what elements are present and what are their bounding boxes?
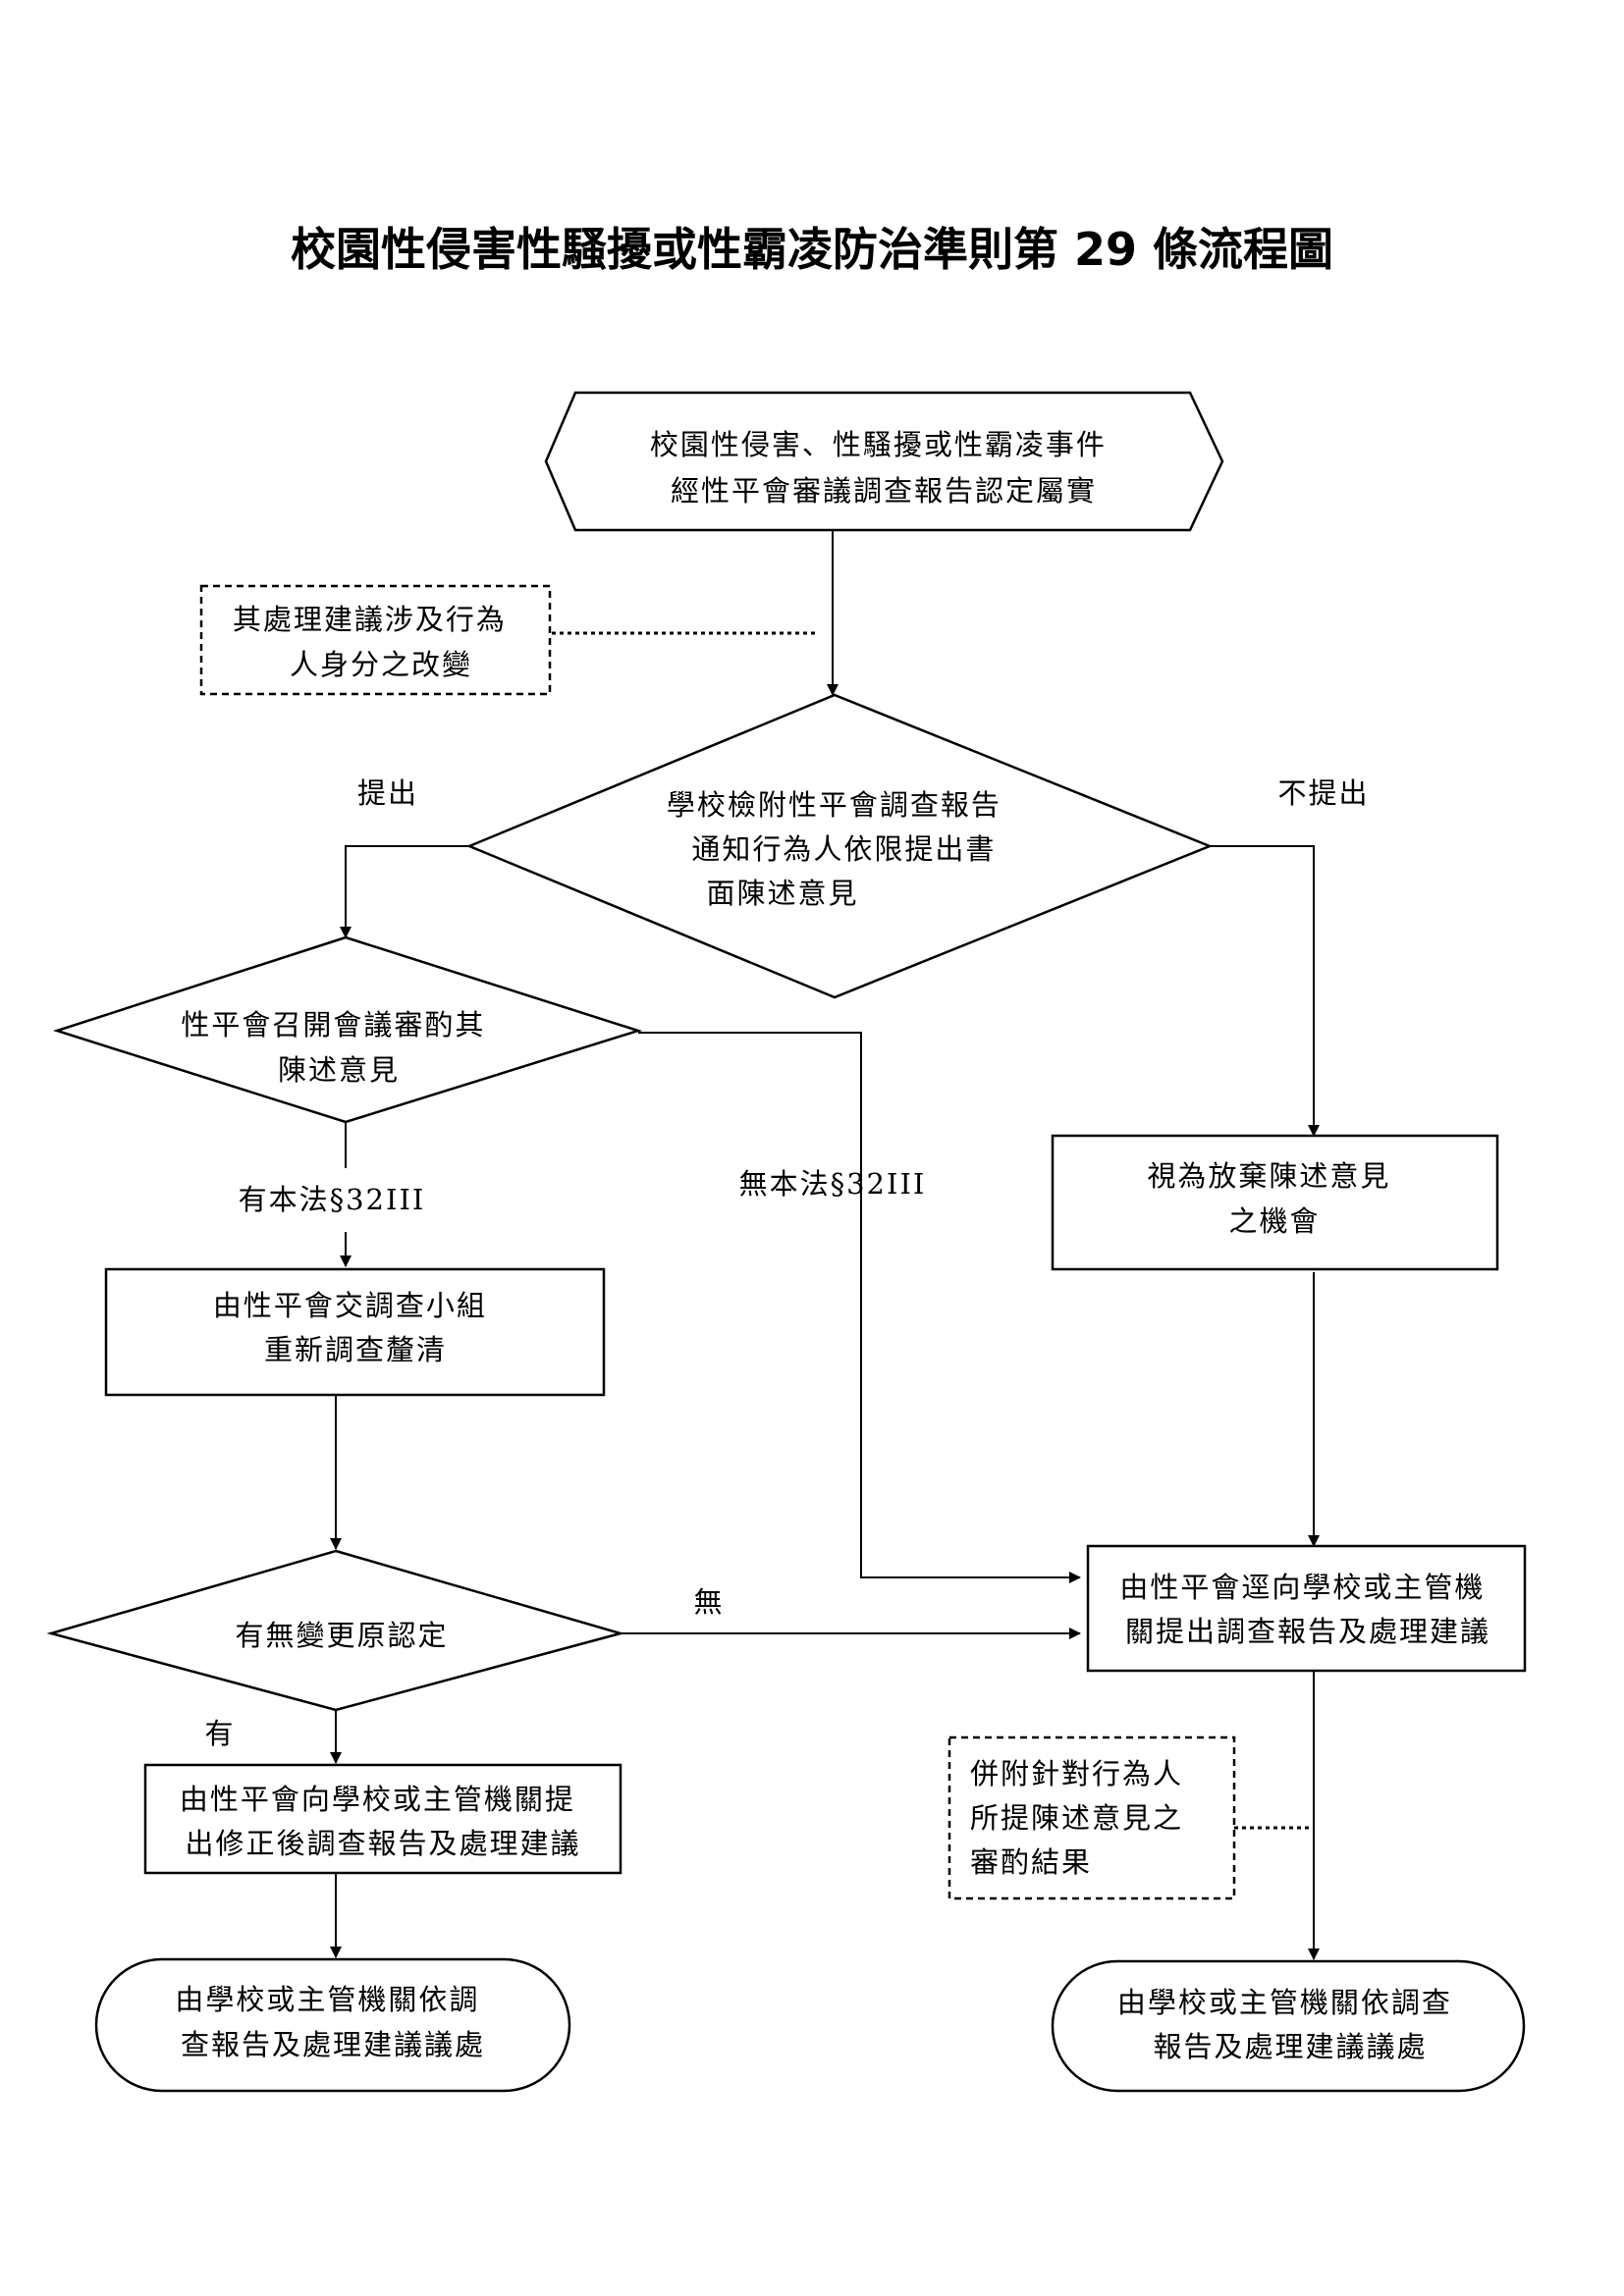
notify-decision-diamond: [465, 693, 1214, 999]
committee-review-line: 陳述意見: [278, 1053, 400, 1087]
attach-result-note-box: [947, 1735, 1236, 1900]
attach-note-line: 所提陳述意見之: [970, 1801, 1183, 1835]
edge-label-yes: 有: [204, 1717, 235, 1750]
end-left-text: 由學校或主管機關依調 查報告及處理建議議處: [175, 1983, 490, 2061]
waive-box: [1051, 1134, 1499, 1271]
submit-revised-box: [143, 1763, 623, 1875]
identity-note-line: 人身分之改變: [290, 648, 472, 681]
edge-label-no-32: 無本法§32III: [739, 1167, 927, 1201]
committee-review-text: 性平會召開會議審酌其 陳述意見: [181, 1008, 496, 1087]
submit-original-line: 由性平會逕向學校或主管機: [1119, 1571, 1485, 1604]
identity-change-note-box: [199, 584, 552, 696]
reinvestigate-box: [104, 1267, 606, 1397]
start-text-line: 校園性侵害、性騷擾或性霸凌事件: [650, 428, 1107, 461]
identity-change-note-text: 其處理建議涉及行為 人身分之改變: [233, 603, 517, 681]
reinvestigate-text: 由性平會交調查小組 重新調查釐清: [213, 1289, 498, 1366]
end-left-line: 查報告及處理建議議處: [181, 2028, 485, 2061]
end-right-text: 由學校或主管機關依調查 報告及處理建議議處: [1117, 1986, 1463, 2063]
change-decision-line: 有無變更原認定: [235, 1619, 448, 1652]
change-decision-text: 有無變更原認定: [235, 1619, 448, 1652]
arrow-not-submit: [1210, 845, 1320, 1137]
submit-revised-line: 由性平會向學校或主管機關提: [180, 1783, 575, 1816]
end-right-line: 由學校或主管機關依調查: [1117, 1986, 1452, 2019]
waive-text: 視為放棄陳述意見 之機會: [1147, 1159, 1401, 1238]
end-left-terminator: [94, 1957, 571, 2093]
notify-decision-line: 通知行為人依限提出書: [691, 832, 996, 866]
waive-line: 視為放棄陳述意見: [1147, 1159, 1390, 1193]
edge-label-not-submit: 不提出: [1277, 776, 1369, 810]
identity-note-line: 其處理建議涉及行為: [233, 603, 507, 636]
submit-original-box: [1086, 1544, 1527, 1673]
arrow-submit: [340, 845, 469, 938]
start-hexagon: [544, 391, 1224, 532]
start-text-line: 經性平會審議調查報告認定屬實: [671, 474, 1097, 507]
reinvestigate-line: 由性平會交調查小組: [213, 1289, 487, 1322]
submit-revised-text: 由性平會向學校或主管機關提 出修正後調查報告及處理建議: [180, 1783, 586, 1860]
committee-review-diamond: [52, 935, 643, 1124]
submit-revised-line: 出修正後調查報告及處理建議: [185, 1827, 580, 1860]
notify-decision-line: 學校檢附性平會調查報告: [667, 788, 1001, 822]
submit-original-line: 關提出調查報告及處理建議: [1125, 1615, 1490, 1648]
submit-original-text: 由性平會逕向學校或主管機 關提出調查報告及處理建議: [1119, 1571, 1495, 1648]
end-right-terminator: [1051, 1959, 1526, 2093]
attach-note-line: 併附針對行為人: [970, 1757, 1183, 1790]
start-text: 校園性侵害、性騷擾或性霸凌事件 經性平會審議調查報告認定屬實: [650, 428, 1117, 507]
edge-label-has-32: 有本法§32III: [239, 1183, 426, 1216]
reinvestigate-line: 重新調查釐清: [264, 1333, 447, 1366]
attach-note-line: 審酌結果: [970, 1845, 1092, 1879]
committee-review-line: 性平會召開會議審酌其: [181, 1008, 485, 1041]
notify-decision-text: 學校檢附性平會調查報告 通知行為人依限提出書 面陳述意見: [667, 788, 1012, 910]
end-left-line: 由學校或主管機關依調: [175, 1983, 479, 2016]
waive-line: 之機會: [1228, 1204, 1320, 1238]
page-title: 校園性侵害性騷擾或性霸凌防治準則第 29 條流程圖: [291, 223, 1333, 276]
arrow-no-32: [638, 1032, 1081, 1583]
edge-label-none: 無: [693, 1585, 724, 1619]
notify-decision-line: 面陳述意見: [706, 877, 858, 910]
attach-result-note-text: 併附針對行為人 所提陳述意見之 審酌結果: [970, 1757, 1194, 1879]
edge-label-submit: 提出: [357, 776, 418, 810]
change-decision-diamond: [46, 1549, 625, 1712]
end-right-line: 報告及處理建議議處: [1153, 2030, 1427, 2063]
